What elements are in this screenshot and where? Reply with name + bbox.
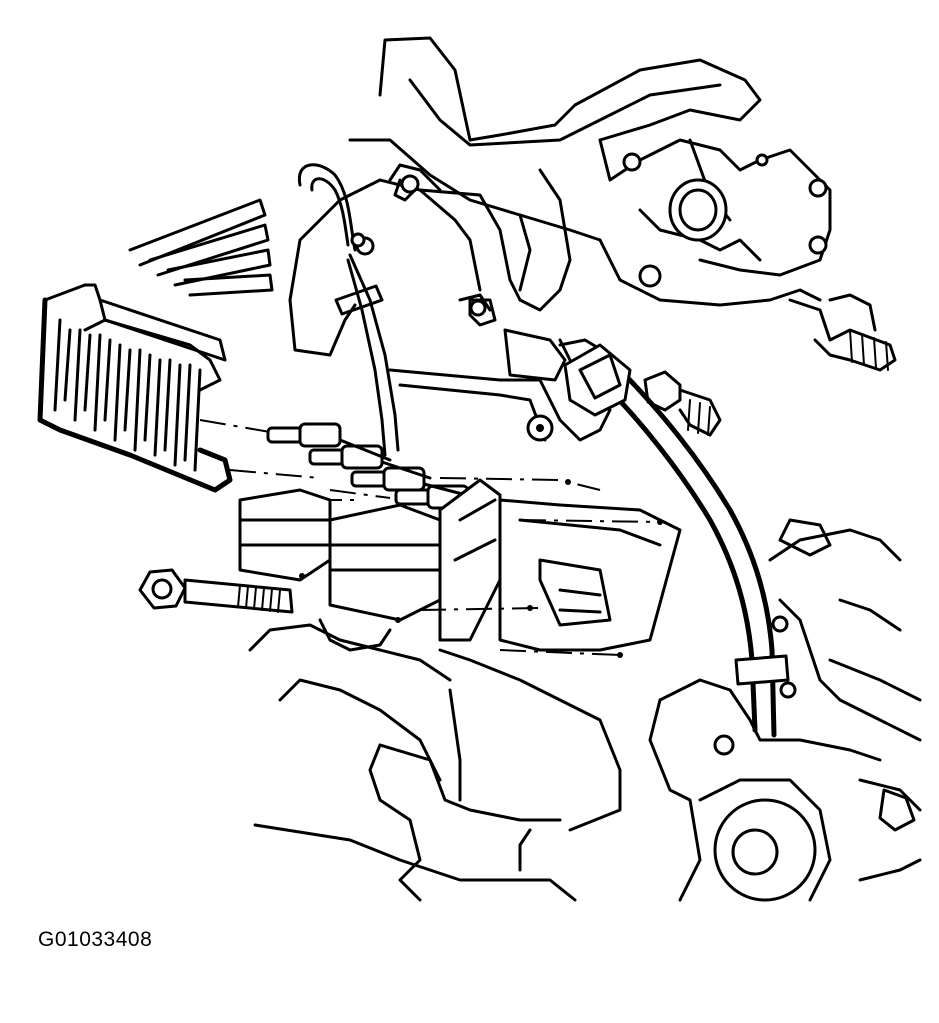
manifold-bosses	[622, 152, 828, 288]
intake-manifold	[348, 36, 832, 312]
hardware-details	[350, 178, 492, 317]
dipstick	[297, 163, 400, 457]
transmission-housing	[648, 518, 922, 902]
engine-lower-block	[248, 618, 622, 902]
left-bracket	[288, 163, 522, 357]
coil-mounting-bolt	[138, 568, 294, 614]
right-side-stud	[788, 293, 897, 372]
coolant-tube	[563, 343, 790, 738]
figure-id-label: G01033408	[38, 928, 153, 951]
hose-fitting	[643, 370, 722, 437]
ignition-coil-pack	[238, 477, 682, 658]
spark-plug-wire-harness	[37, 198, 274, 493]
spark-plug-boots	[199, 419, 472, 510]
